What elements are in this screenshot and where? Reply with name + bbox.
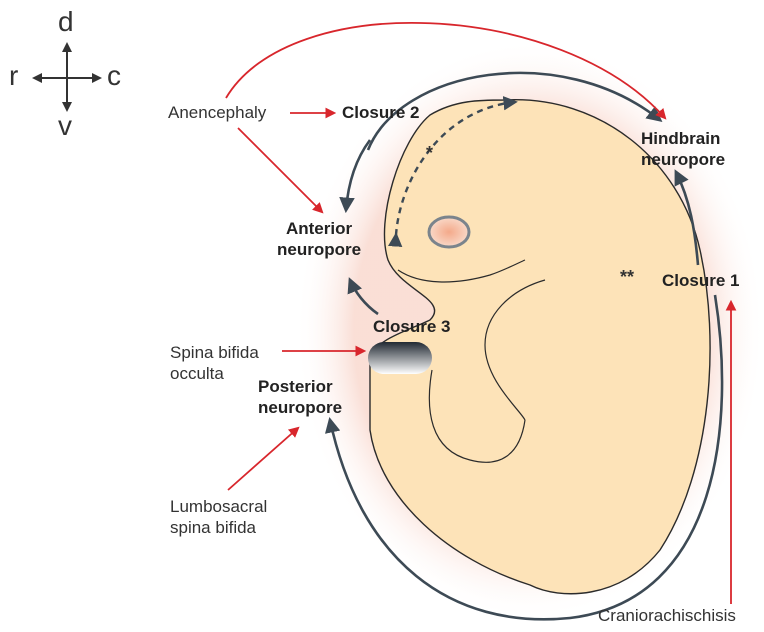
compass-rostral-label: r [9,62,18,90]
anterior-neuropore-label: Anterior neuropore [277,218,361,260]
spina-bifida-occulta-line2: occulta [170,363,259,384]
anterior-neuropore-line1: Anterior [277,218,361,239]
compass-ventral-label: v [58,112,72,140]
lumbosacral-label: Lumbosacral spina bifida [170,496,267,538]
lumbosacral-arrow [228,428,298,490]
hindbrain-neuropore-label: Hindbrain neuropore [641,128,725,170]
lumbosacral-line2: spina bifida [170,517,267,538]
orientation-compass [34,44,100,110]
spina-bifida-occulta-label: Spina bifida occulta [170,342,259,384]
anterior-neuropore-line2: neuropore [277,239,361,260]
closure-2-label: Closure 2 [342,102,419,123]
closure-1-label: Closure 1 [662,270,739,291]
spina-bifida-occulta-line1: Spina bifida [170,342,259,363]
craniorachischisis-label: Craniorachischisis [598,605,736,626]
anencephaly-to-anterior-arrow [238,128,322,212]
double-asterisk-marker: ** [620,267,634,288]
posterior-neuropore-line1: Posterior [258,376,342,397]
hindbrain-neuropore-line1: Hindbrain [641,128,725,149]
posterior-neuropore-label: Posterior neuropore [258,376,342,418]
compass-caudal-label: c [107,62,121,90]
posterior-neuropore-line2: neuropore [258,397,342,418]
lumbosacral-line1: Lumbosacral [170,496,267,517]
hindbrain-neuropore-line2: neuropore [641,149,725,170]
posterior-neuropore-cap [368,342,432,374]
anencephaly-label: Anencephaly [168,102,266,123]
compass-dorsal-label: d [58,8,74,36]
otic-vesicle [429,217,469,247]
closure-3-label: Closure 3 [373,316,450,337]
single-asterisk-marker: * [426,143,433,164]
